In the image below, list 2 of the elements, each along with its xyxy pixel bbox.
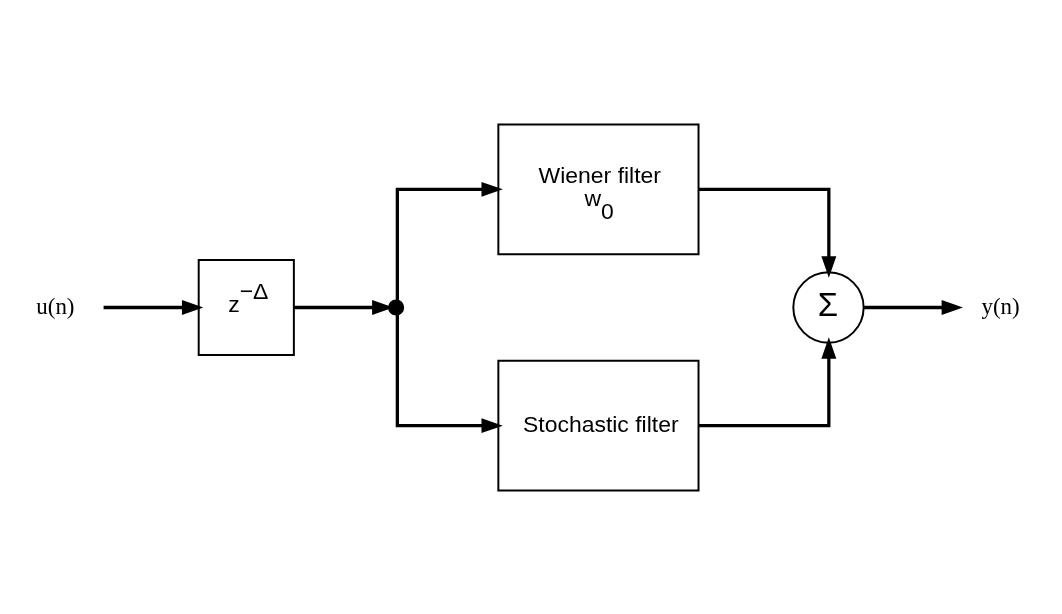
node-text: y(n): [981, 293, 1020, 319]
node-text: u(n): [36, 293, 75, 319]
